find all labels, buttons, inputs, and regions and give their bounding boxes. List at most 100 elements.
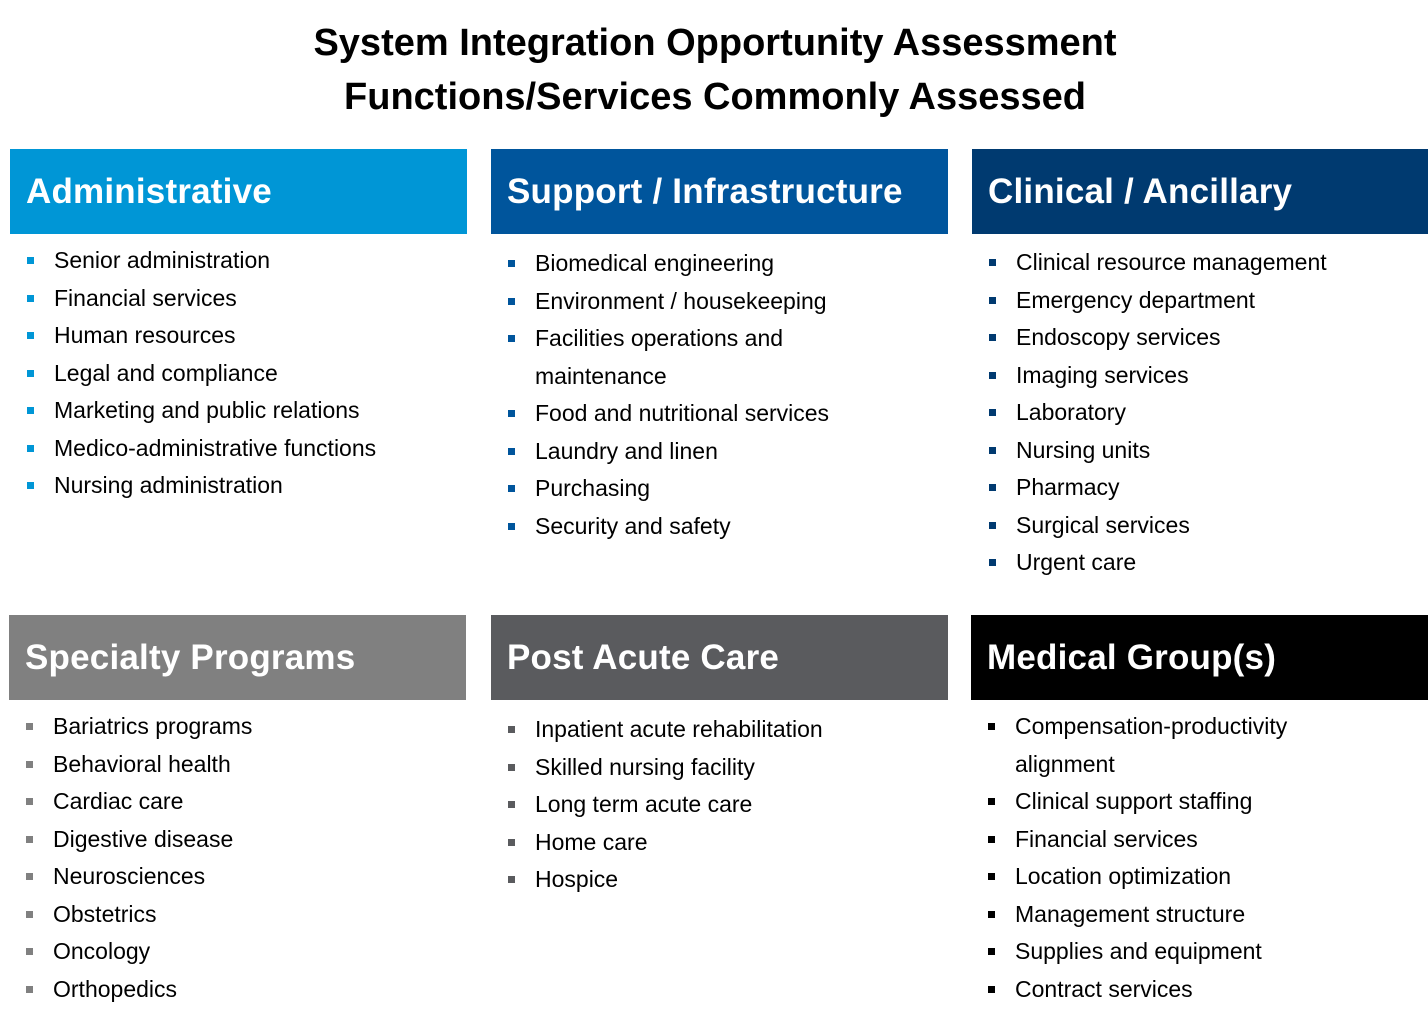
list-item: Skilled nursing facility bbox=[491, 749, 948, 787]
square-bullet-icon bbox=[27, 444, 34, 452]
list-item: Inpatient acute rehabilitation bbox=[491, 711, 948, 749]
list-item-label: Inpatient acute rehabilitation bbox=[535, 716, 823, 742]
square-bullet-icon bbox=[989, 259, 996, 266]
list-item: Financial services bbox=[971, 821, 1428, 859]
list-item-label: Neurosciences bbox=[53, 863, 206, 889]
square-bullet-icon bbox=[27, 369, 34, 377]
list-item-label: Obstetrics bbox=[53, 900, 157, 927]
list-item-label: Senior administration bbox=[54, 247, 271, 273]
list-item-label: Management structure bbox=[1015, 900, 1246, 927]
list-item: Supplies and equipment bbox=[971, 933, 1428, 971]
square-bullet-icon bbox=[508, 297, 515, 305]
square-bullet-icon bbox=[26, 948, 33, 955]
list-item: Pharmacy bbox=[972, 469, 1428, 507]
square-bullet-icon bbox=[989, 559, 996, 566]
list-item: alignment bbox=[971, 746, 1428, 784]
list-item-label: Bariatrics programs bbox=[53, 713, 253, 739]
square-bullet-icon bbox=[989, 446, 996, 454]
list-item: Legal and compliance bbox=[10, 355, 467, 393]
square-bullet-icon bbox=[989, 484, 996, 491]
square-bullet-icon bbox=[508, 260, 515, 267]
list-item: Surgical services bbox=[972, 507, 1428, 545]
square-bullet-icon bbox=[508, 726, 515, 733]
list-item: Endoscopy services bbox=[972, 319, 1428, 357]
list-item: Food and nutritional services bbox=[491, 395, 948, 433]
list-item-label: Biomedical engineering bbox=[535, 250, 775, 276]
list-item: Imaging services bbox=[972, 357, 1428, 395]
list-item-label: Security and safety bbox=[535, 512, 731, 539]
list-item-label: Emergency department bbox=[1016, 286, 1256, 313]
list-item: Purchasing bbox=[491, 470, 948, 508]
square-bullet-icon bbox=[26, 835, 33, 843]
square-bullet-icon bbox=[27, 332, 34, 339]
square-bullet-icon bbox=[508, 410, 515, 417]
list-item-label: Cardiac care bbox=[53, 788, 184, 814]
square-bullet-icon bbox=[26, 873, 33, 880]
panel-header-post-acute-care: Post Acute Care bbox=[491, 615, 948, 700]
list-item: Contract services bbox=[971, 971, 1428, 1009]
list-item-label: Digestive disease bbox=[53, 825, 234, 852]
title-line-1: System Integration Opportunity Assessmen… bbox=[313, 22, 1117, 64]
square-bullet-icon bbox=[989, 371, 996, 379]
list-item-label: Financial services bbox=[54, 284, 237, 311]
square-bullet-icon bbox=[508, 335, 515, 342]
list-item-label: Supplies and equipment bbox=[1015, 938, 1262, 964]
list-item-label: Endoscopy services bbox=[1016, 324, 1221, 350]
list-item: Environment / housekeeping bbox=[491, 283, 948, 321]
list-item: Nursing administration bbox=[10, 467, 467, 505]
list-item: Security and safety bbox=[491, 508, 948, 546]
square-bullet-icon bbox=[26, 985, 33, 993]
list-item-label: Hospice bbox=[535, 866, 619, 892]
list-item: Marketing and public relations bbox=[10, 392, 467, 430]
list-item: Hospice bbox=[491, 861, 948, 899]
list-item: Oncology bbox=[9, 933, 466, 971]
square-bullet-icon bbox=[989, 296, 996, 304]
list-item: Long term acute care bbox=[491, 786, 948, 824]
list-item-label: Nursing units bbox=[1016, 436, 1151, 463]
list-item-label: Human resources bbox=[54, 322, 236, 348]
list-item-label: Compensation-productivity bbox=[1015, 713, 1288, 739]
square-bullet-icon bbox=[508, 485, 515, 492]
list-item: maintenance bbox=[491, 358, 948, 396]
list-item-label: Contract services bbox=[1015, 975, 1193, 1002]
square-bullet-icon bbox=[508, 763, 515, 771]
list-item: Clinical resource management bbox=[972, 244, 1428, 282]
list-item: Obstetrics bbox=[9, 896, 466, 934]
list-item-label: Home care bbox=[535, 828, 648, 855]
list-item-label: Pharmacy bbox=[1016, 474, 1120, 500]
list-item: Orthopedics bbox=[9, 971, 466, 1009]
panel-header-clinical-ancillary: Clinical / Ancillary bbox=[972, 149, 1428, 234]
list-item-label: Urgent care bbox=[1016, 549, 1137, 575]
list-item: Biomedical engineering bbox=[491, 245, 948, 283]
list-item-label: Environment / housekeeping bbox=[535, 287, 827, 314]
list-item-label: Imaging services bbox=[1016, 361, 1189, 388]
list-item-label: Marketing and public relations bbox=[54, 397, 360, 423]
square-bullet-icon bbox=[27, 482, 34, 489]
list-item: Facilities operations and bbox=[491, 320, 948, 358]
square-bullet-icon bbox=[26, 723, 33, 730]
list-item: Senior administration bbox=[10, 242, 467, 280]
list-item-label: Skilled nursing facility bbox=[535, 753, 755, 780]
panel-header-administrative: Administrative bbox=[10, 149, 467, 234]
square-bullet-icon bbox=[26, 760, 33, 768]
list-item: Bariatrics programs bbox=[9, 708, 466, 746]
square-bullet-icon bbox=[988, 948, 995, 955]
list-item: Urgent care bbox=[972, 544, 1428, 582]
list-item-label: Location optimization bbox=[1015, 863, 1232, 889]
square-bullet-icon bbox=[508, 801, 515, 808]
square-bullet-icon bbox=[988, 723, 995, 730]
square-bullet-icon bbox=[989, 409, 996, 416]
list-item: Medico-administrative functions bbox=[10, 430, 467, 468]
list-item-label: Laundry and linen bbox=[535, 437, 718, 464]
square-bullet-icon bbox=[27, 294, 34, 302]
list-item: Laboratory bbox=[972, 394, 1428, 432]
square-bullet-icon bbox=[508, 838, 515, 846]
panel-clinical-ancillary: Clinical / Ancillary Clinical resource m… bbox=[972, 149, 1428, 582]
list-item: Management structure bbox=[971, 896, 1428, 934]
square-bullet-icon bbox=[988, 910, 995, 918]
list-item-label: Clinical support staffing bbox=[1015, 788, 1253, 814]
